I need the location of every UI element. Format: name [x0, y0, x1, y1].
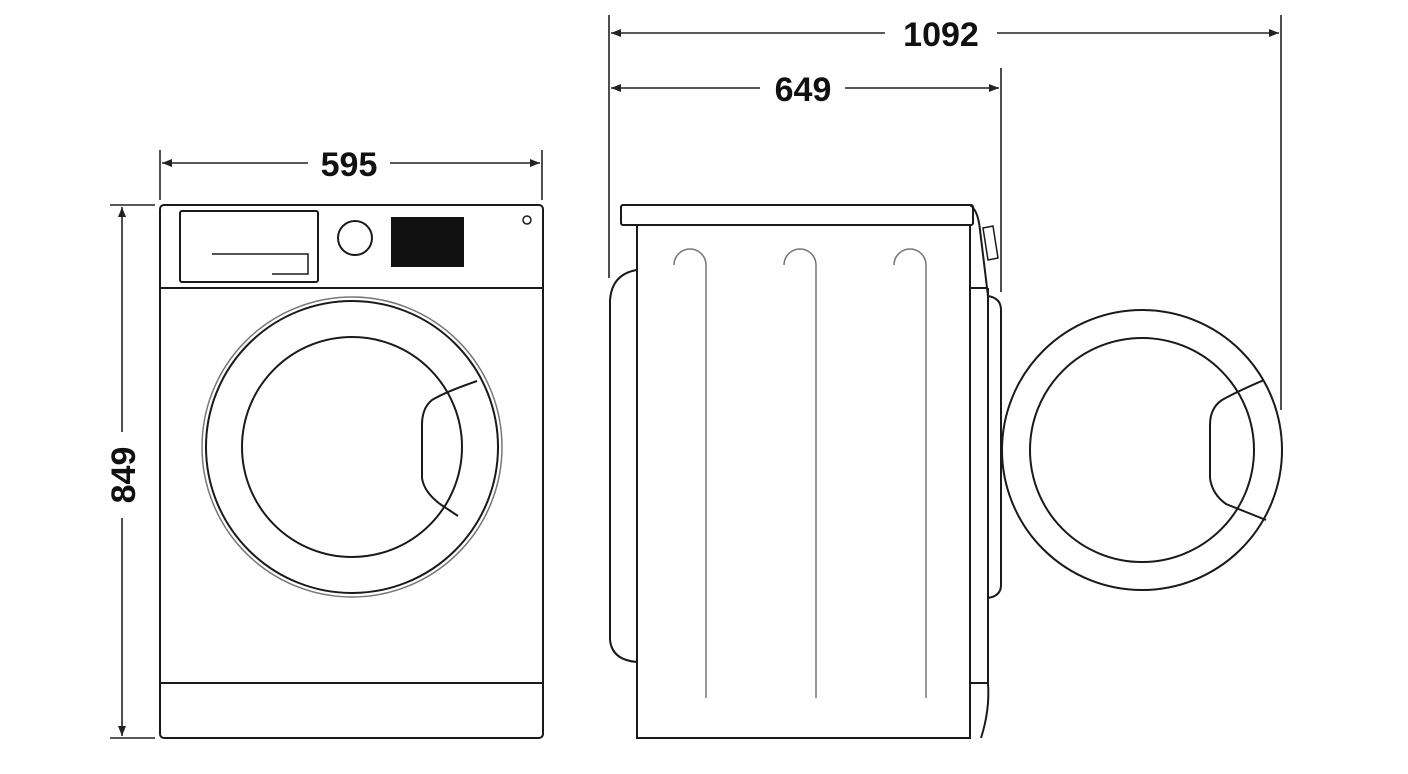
- dimension-height: 849: [105, 204, 155, 739]
- detergent-drawer: [179, 210, 319, 283]
- label-849: 849: [105, 447, 143, 504]
- door: [201, 296, 503, 598]
- side-hoops: [673, 248, 927, 698]
- side-view: [609, 204, 1283, 739]
- front-view: [159, 204, 544, 739]
- power-button: [522, 215, 532, 225]
- open-door: [1001, 309, 1283, 591]
- label-1092: 1092: [903, 16, 979, 54]
- dimension-width: 595: [159, 146, 543, 200]
- dimension-depth: 649: [611, 68, 1002, 292]
- display: [391, 217, 464, 267]
- label-595: 595: [321, 146, 378, 184]
- dimension-total-depth: 1092: [608, 15, 1282, 410]
- program-knob: [337, 220, 373, 256]
- label-649: 649: [775, 71, 832, 109]
